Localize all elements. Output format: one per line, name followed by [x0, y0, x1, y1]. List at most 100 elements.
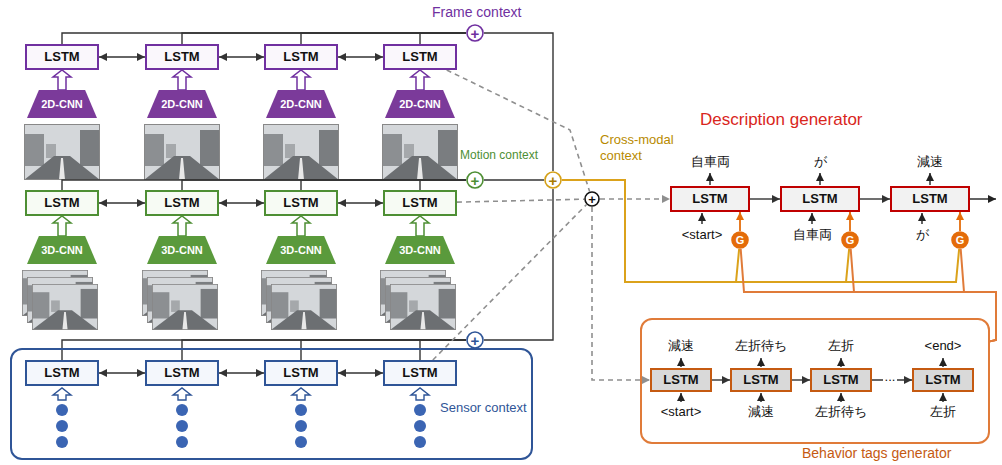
connector-line [562, 180, 849, 282]
lstm-cell: LSTM [890, 186, 970, 212]
connector-line [182, 180, 466, 190]
lstm-label: LSTM [44, 196, 79, 211]
connector [956, 212, 964, 231]
road-photo [144, 124, 220, 180]
arrow-head [338, 199, 346, 207]
hollow-arrow [53, 388, 71, 400]
arrow-head [219, 53, 227, 61]
connector [53, 216, 71, 236]
arrow-head [256, 199, 264, 207]
word-arrow [929, 173, 930, 185]
label-holder: Frame context [432, 4, 521, 21]
cnn-block: 2D-CNN [27, 90, 97, 118]
sum-node: + [466, 24, 484, 42]
lstm-label: LSTM [402, 50, 437, 65]
label-holder: 左折待ち [735, 338, 787, 354]
connector [420, 340, 466, 360]
connector-line [562, 180, 739, 282]
hollow-arrow [173, 216, 191, 236]
word-arrow [840, 393, 841, 402]
cnn-label: 2D-CNN [161, 98, 203, 111]
connector-line [961, 249, 996, 341]
sensor-dot [176, 436, 188, 448]
text-label: が [916, 227, 929, 242]
connector [301, 340, 466, 360]
hollow-arrow [53, 216, 71, 236]
gate-node: G [841, 231, 859, 249]
hollow-arrow [292, 70, 310, 90]
hollow-arrow [411, 70, 429, 90]
sensor-dot [295, 420, 307, 432]
connector [846, 212, 854, 231]
text-label: 減速 [668, 338, 694, 353]
connector [53, 70, 71, 90]
text-label: 減速 [917, 154, 943, 169]
label-holder: 左折 [930, 404, 956, 420]
connector [99, 199, 145, 207]
lstm-label: LSTM [912, 192, 947, 207]
gate-label: G [956, 235, 965, 246]
cnn-label: 3D-CNN [41, 244, 83, 257]
word-arrow [760, 358, 761, 367]
word-arrow [701, 213, 702, 224]
region-heading: Behavior tags generator [802, 445, 951, 461]
cnn-block: 3D-CNN [147, 236, 217, 264]
connector-line [420, 180, 466, 190]
connector [420, 33, 466, 44]
gate-label: G [736, 235, 745, 246]
connector [219, 53, 264, 61]
sum-symbol: + [588, 193, 596, 206]
hollow-arrow [173, 70, 191, 90]
lstm-label: LSTM [925, 373, 960, 388]
cnn-block: 2D-CNN [266, 90, 336, 118]
hollow-arrow [411, 216, 429, 236]
trapezoid-outline [385, 90, 455, 118]
label-holder: 減速 [668, 338, 694, 354]
connector-line [420, 340, 466, 360]
sum-node: + [544, 171, 562, 189]
connector [457, 199, 584, 202]
lstm-cell: LSTM [25, 44, 99, 70]
output-arrow [970, 198, 996, 199]
connector-line [851, 249, 996, 341]
sum-node: + [466, 171, 484, 189]
lstm-label: LSTM [44, 50, 79, 65]
connector [219, 199, 264, 207]
gate-node: G [731, 231, 749, 249]
word-arrow [760, 393, 761, 402]
arrow-head [956, 212, 964, 220]
arrow-head [772, 195, 780, 203]
connector [173, 216, 191, 236]
text-label: 左折 [930, 404, 956, 419]
sensor-dot [56, 420, 68, 432]
label-holder: が [814, 154, 827, 170]
cnn-block: 3D-CNN [27, 236, 97, 264]
lstm-label: LSTM [743, 373, 778, 388]
connector [182, 340, 466, 360]
lstm-label: LSTM [283, 50, 318, 65]
connector [301, 33, 466, 44]
label-holder: <start> [682, 227, 722, 243]
arrow-head [375, 53, 383, 61]
arrow-head [99, 369, 107, 377]
trapezoid-outline [147, 90, 217, 118]
sensor-dot [414, 436, 426, 448]
connector [433, 205, 587, 360]
trapezoid-outline [27, 90, 97, 118]
text-label: <start> [682, 227, 722, 242]
sensor-dot [56, 436, 68, 448]
connector-line [301, 33, 466, 44]
arrow-head [882, 195, 890, 203]
circle-outline [467, 332, 483, 348]
label-holder: Cross-modal context [600, 132, 692, 163]
lstm-label: LSTM [283, 366, 318, 381]
arrow-head [904, 376, 912, 384]
lstm-cell: LSTM [780, 186, 860, 212]
lstm-cell: LSTM [145, 360, 219, 386]
lstm-cell: LSTM [383, 44, 457, 70]
word-arrow [819, 173, 820, 185]
hollow-arrow [53, 70, 71, 90]
connector [99, 53, 145, 61]
arrow-head [338, 369, 346, 377]
heading-holder: Behavior tags generator [802, 444, 951, 462]
